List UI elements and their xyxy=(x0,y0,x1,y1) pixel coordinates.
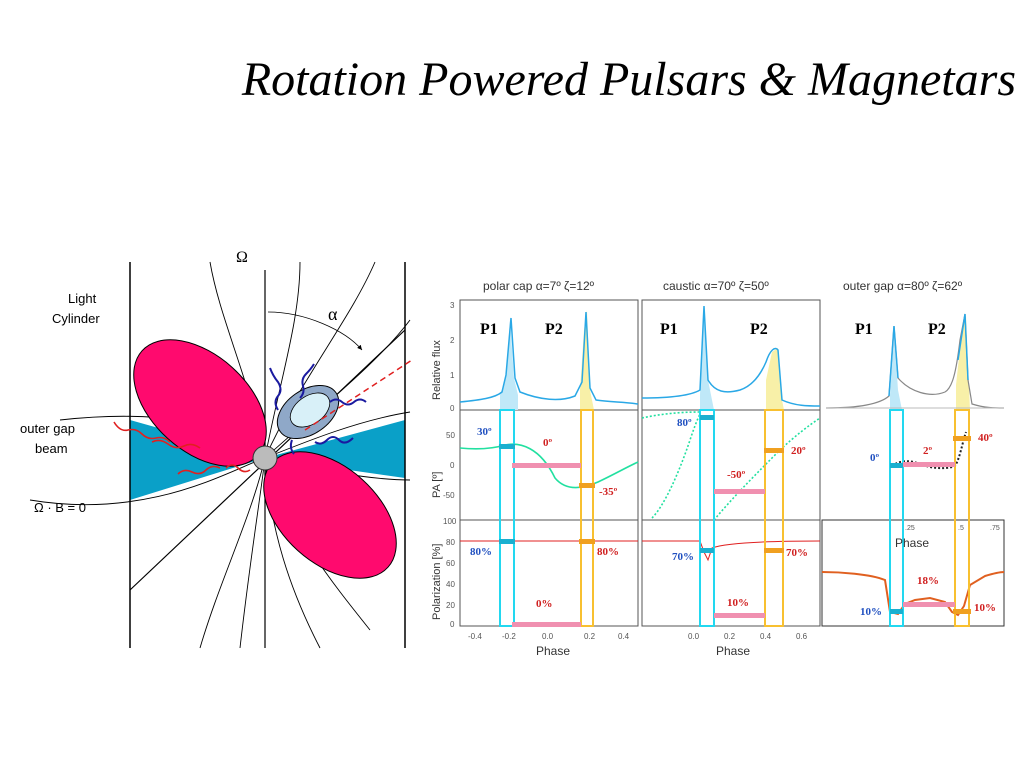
p1-window xyxy=(499,409,515,627)
light-cylinder-label-1: Light xyxy=(68,291,97,306)
flux-tick-0: 0 xyxy=(450,404,455,413)
p2-window xyxy=(580,409,594,627)
flux-curve xyxy=(825,313,1005,409)
pa-mid-label: 0º xyxy=(543,437,553,449)
xlabel: Phase xyxy=(716,644,750,658)
pol-p1-label: 10% xyxy=(860,606,882,618)
pol-tick-40: 40 xyxy=(446,580,455,589)
pol-mid-label: 0% xyxy=(536,598,553,610)
panel-title: polar cap α=7º ζ=12º xyxy=(483,279,595,293)
pol-tick-60: 60 xyxy=(446,559,455,568)
pa-tick-m50: -50 xyxy=(443,491,455,500)
pol-curve xyxy=(642,540,821,562)
magnetosphere-diagram: Ω α Light Cylinder outer gap beam Ω · B … xyxy=(20,249,413,649)
omega-dot-b-label: Ω · B = 0 xyxy=(34,500,86,515)
p2-window xyxy=(954,409,970,627)
xtick: 0.0 xyxy=(542,632,554,641)
panel-polar-cap: polar cap α=7º ζ=12º P1 P2 3 xyxy=(459,279,639,658)
pol-tick-0: 0 xyxy=(450,620,455,629)
flux-tick-3: 3 xyxy=(450,301,455,310)
panel-title: outer gap α=80º ζ=62º xyxy=(843,279,963,293)
xtick: 0.0 xyxy=(688,632,700,641)
xtick: .5 xyxy=(958,525,964,532)
p2-label: P2 xyxy=(750,321,768,338)
pa-tick-0: 0 xyxy=(450,461,455,470)
pa-p1-label: 30º xyxy=(477,426,492,438)
xtick: -0.4 xyxy=(468,632,482,641)
pa-curve xyxy=(891,431,967,470)
p1-window xyxy=(699,409,715,627)
p2-label: P2 xyxy=(545,321,563,338)
pol-p2-label: 80% xyxy=(597,546,619,558)
pa-p2-label: 20º xyxy=(791,445,806,457)
xtick: 0.2 xyxy=(584,632,596,641)
flux-axis-label: Relative flux xyxy=(431,340,443,400)
pa-curve-a xyxy=(641,411,701,419)
pol-mid-label: 18% xyxy=(917,575,939,587)
neutron-star xyxy=(252,445,278,471)
pa-mid-label: -50º xyxy=(727,469,746,481)
outer-gap-label-2: beam xyxy=(35,441,68,456)
light-cylinder-label-2: Cylinder xyxy=(52,311,100,326)
xtick: .75 xyxy=(990,525,1000,532)
pol-tick-20: 20 xyxy=(446,601,455,610)
pol-p1-label: 70% xyxy=(672,551,694,563)
panel-outer-gap: outer gap α=80º ζ=62º P1 P2 0º 2º xyxy=(821,279,1005,627)
pa-curve xyxy=(459,443,639,489)
xlabel: Phase xyxy=(895,536,929,550)
pol-curve xyxy=(821,571,1005,617)
xtick: 0.2 xyxy=(724,632,736,641)
xtick: 0.4 xyxy=(618,632,630,641)
flux-tick-1: 1 xyxy=(450,371,455,380)
pol-p1-label: 80% xyxy=(470,546,492,558)
p1-window xyxy=(889,409,904,627)
pa-tick-50: 50 xyxy=(446,431,455,440)
p2-label: P2 xyxy=(928,321,946,338)
pol-mid-label: 10% xyxy=(727,597,749,609)
pol-tick-80: 80 xyxy=(446,538,455,547)
pol-p2-label: 10% xyxy=(974,602,996,614)
xtick: 0.6 xyxy=(796,632,808,641)
slide-title: Rotation Powered Pulsars & Magnetars xyxy=(241,53,1016,106)
omega-label: Ω xyxy=(236,249,248,266)
pa-p1-label: 0º xyxy=(870,452,880,464)
alpha-arc xyxy=(267,311,363,351)
polarization-panels: Relative flux PA [º] Polarization [%] 3 … xyxy=(431,279,1005,658)
xtick: .25 xyxy=(905,525,915,532)
outer-gap-photons xyxy=(113,421,251,475)
polar-cap-cone xyxy=(276,384,340,440)
p2-window xyxy=(764,409,784,627)
polar-cap-photons xyxy=(269,363,367,455)
xtick: -0.2 xyxy=(502,632,516,641)
pa-p2-label: 40º xyxy=(978,432,993,444)
p1-label: P1 xyxy=(855,321,873,338)
flux-curve xyxy=(459,311,639,405)
flux-tick-2: 2 xyxy=(450,336,455,345)
p1-label: P1 xyxy=(480,321,498,338)
pa-axis-label: PA [º] xyxy=(431,472,443,498)
flux-curve xyxy=(641,305,821,407)
panel-title: caustic α=70º ζ=50º xyxy=(663,279,769,293)
pa-p1-label: 80º xyxy=(677,417,692,429)
outer-gap-label-1: outer gap xyxy=(20,421,75,436)
xtick: 0.4 xyxy=(760,632,772,641)
p1-label: P1 xyxy=(660,321,678,338)
pol-axis-label: Polarization [%] xyxy=(431,544,443,620)
figure: Ω α Light Cylinder outer gap beam Ω · B … xyxy=(20,249,1005,658)
xlabel: Phase xyxy=(536,644,570,658)
pol-tick-100: 100 xyxy=(443,517,457,526)
pa-mid-label: 2º xyxy=(923,445,933,457)
panel-caustic: caustic α=70º ζ=50º P1 P2 80º -50º xyxy=(641,279,821,658)
pa-curve-b xyxy=(651,413,701,519)
line-of-sight xyxy=(304,359,413,431)
pol-p2-label: 70% xyxy=(786,547,808,559)
pa-p2-label: -35º xyxy=(599,486,618,498)
alpha-label: α xyxy=(328,304,338,324)
